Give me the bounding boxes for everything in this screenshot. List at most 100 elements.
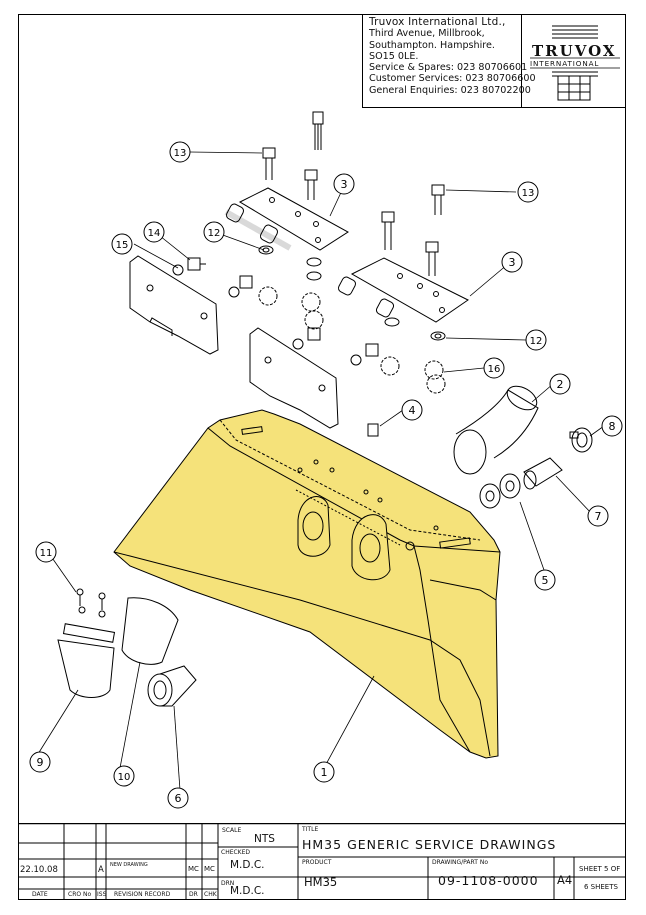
callout-label: 12: [208, 228, 221, 239]
callout-label: 4: [409, 404, 416, 417]
title-block-grid: [18, 823, 626, 900]
hose-connector: [147, 665, 197, 707]
star-knob: [258, 286, 446, 394]
callouts: 1 2 3 3 4 5 6 7 8 9 10 11 12 12 13 13 14…: [29, 141, 623, 809]
drn-value: M.D.C.: [230, 885, 265, 897]
header-dr: DR: [189, 891, 198, 898]
bolt: [425, 241, 439, 276]
header-cro: CRO No: [68, 891, 92, 898]
logo-graphic-icon: [530, 25, 620, 101]
hinge-plate-upper: [224, 187, 349, 251]
drn-label: DRN: [221, 880, 235, 887]
leader-lines: [37, 151, 605, 791]
callout-label: 16: [488, 364, 501, 375]
elbow-hose: [453, 385, 539, 475]
header-chk: CHK: [204, 891, 217, 898]
callout-12: 12: [203, 221, 225, 243]
callout-label: 3: [341, 178, 348, 191]
callout-3: 3: [333, 173, 355, 195]
callout-label: 7: [595, 510, 602, 523]
address-line: Third Avenue, Millbrook,: [369, 28, 485, 40]
callout-11: 11: [35, 541, 57, 563]
callout-label: 1: [321, 766, 328, 779]
product-value: HM35: [304, 875, 338, 889]
hose-tail: [523, 457, 563, 490]
callout-14: 14: [143, 221, 165, 243]
callout-7: 7: [587, 505, 609, 527]
scale-value: NTS: [254, 833, 275, 845]
callout-2: 2: [549, 373, 571, 395]
callout-label: 11: [40, 548, 53, 559]
callout-label: 14: [148, 228, 161, 239]
callout-9: 9: [29, 751, 51, 773]
sheet-count: 6 SHEETS: [584, 883, 618, 891]
revision-record: NEW DRAWING: [110, 862, 148, 868]
product-label: PRODUCT: [302, 859, 332, 866]
contact-line: Customer Services: 023 80706600: [369, 73, 536, 85]
hose-clip: [569, 427, 593, 453]
checked-value: M.D.C.: [230, 859, 265, 871]
washer-pair: [479, 473, 521, 509]
callout-label: 3: [509, 256, 516, 269]
company-name: Truvox International Ltd.,: [369, 16, 506, 28]
callout-label: 8: [609, 420, 616, 433]
callout-8: 8: [601, 415, 623, 437]
callout-12: 12: [525, 329, 547, 351]
callout-16: 16: [483, 357, 505, 379]
scale-label: SCALE: [222, 827, 242, 834]
paper-size: A4: [557, 873, 573, 887]
bolt: [262, 147, 276, 180]
address-line: SO15 0LE.: [369, 50, 419, 62]
bolt: [381, 211, 395, 250]
truvox-logo: TRUVOX INTERNATIONAL: [521, 14, 627, 107]
callout-3: 3: [501, 251, 523, 273]
drawing-border: [18, 14, 626, 900]
callout-15: 15: [111, 233, 133, 255]
callout-6: 6: [167, 787, 189, 809]
bolt: [304, 169, 318, 200]
flap-left: [57, 606, 116, 698]
header-iss: ISS: [97, 891, 107, 898]
sheet-number: SHEET 5 OF: [579, 865, 621, 873]
screw-small: [76, 588, 106, 610]
callout-label: 10: [118, 772, 131, 783]
washer: [258, 245, 446, 341]
bracket-right: [249, 327, 339, 429]
checked-label: CHECKED: [221, 849, 251, 856]
contact-line: Service & Spares: 023 80706601: [369, 62, 528, 74]
callout-1: 1: [313, 761, 335, 783]
bracket-left: [129, 255, 219, 355]
address-line: Southampton. Hampshire.: [369, 39, 495, 51]
revision-drawn-by: MC: [188, 865, 199, 873]
company-block: Truvox International Ltd., Third Avenue,…: [362, 14, 626, 108]
callout-label: 12: [530, 336, 543, 347]
flap-middle: [121, 597, 179, 665]
contact-line: General Enquiries: 023 80702200: [369, 84, 531, 96]
main-housing: [113, 409, 501, 759]
screw: [172, 257, 379, 437]
callout-label: 2: [557, 378, 564, 391]
callout-label: 5: [542, 574, 549, 587]
callout-13: 13: [517, 181, 539, 203]
callout-5: 5: [534, 569, 556, 591]
logo-subtitle: INTERNATIONAL: [530, 59, 600, 68]
header-date: DATE: [32, 891, 48, 898]
callout-label: 13: [522, 188, 535, 199]
callout-label: 15: [116, 240, 129, 251]
callout-4: 4: [401, 399, 423, 421]
drawing-title: HM35 GENERIC SERVICE DRAWINGS: [302, 837, 557, 852]
title-label: TITLE: [302, 826, 319, 833]
revision-checked-by: MC: [204, 865, 215, 873]
title-block: SCALE NTS TITLE HM35 GENERIC SERVICE DRA…: [18, 823, 626, 900]
company-info: Truvox International Ltd., Third Avenue,…: [369, 16, 536, 96]
revision-date: 22.10.08: [20, 865, 58, 875]
drawing-number: 09-1108-0000: [438, 873, 539, 888]
bolt: [312, 111, 324, 150]
callout-label: 13: [174, 148, 187, 159]
callout-label: 9: [37, 756, 44, 769]
revision-issue: A: [98, 865, 104, 875]
hinge-plate-lower: [337, 257, 469, 323]
drawing-number-label: DRAWING/PART No: [432, 859, 488, 866]
